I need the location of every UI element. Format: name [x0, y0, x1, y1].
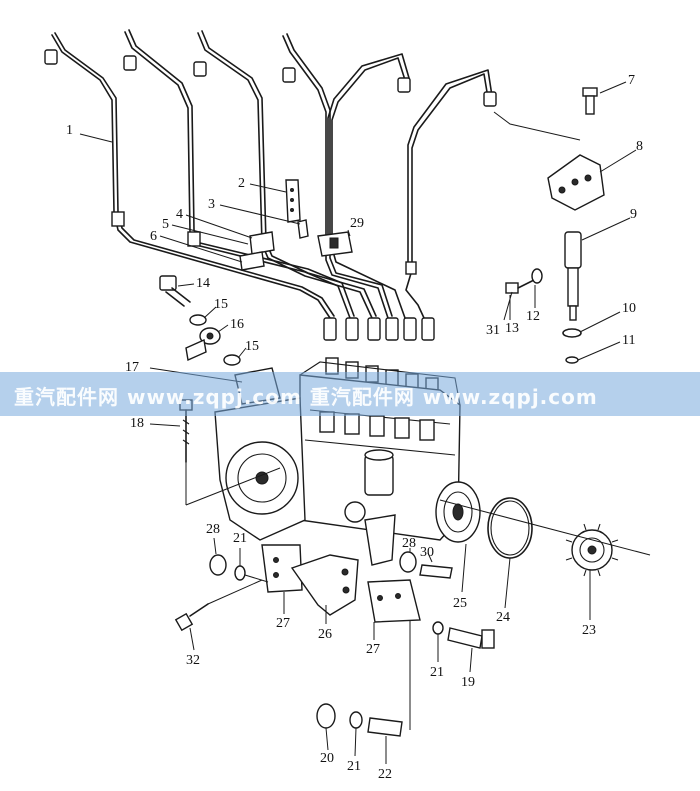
- callout-20: 20: [320, 751, 334, 766]
- callout-15-lower: 15: [245, 339, 259, 354]
- callout-27-right: 27: [366, 642, 380, 657]
- callout-12: 12: [526, 309, 540, 324]
- injector-assembly: [493, 87, 605, 364]
- mounting-brackets: [174, 544, 495, 737]
- callout-10: 10: [622, 301, 636, 316]
- callout-25: 25: [453, 596, 467, 611]
- callout-13: 13: [505, 321, 519, 336]
- pipe-clamps: [239, 179, 353, 271]
- callout-2: 2: [238, 176, 245, 191]
- callout-7: 7: [628, 73, 635, 88]
- callout-17: 17: [125, 360, 139, 375]
- callout-23: 23: [582, 623, 596, 638]
- callout-24: 24: [496, 610, 510, 625]
- drive-parts: [435, 481, 651, 577]
- callout-8: 8: [636, 139, 643, 154]
- callout-19: 19: [461, 675, 475, 690]
- callout-26: 26: [318, 627, 332, 642]
- callout-9: 9: [630, 207, 637, 222]
- injection-pump-body: [214, 361, 461, 566]
- leader-lines: [79, 81, 637, 764]
- callout-32: 32: [186, 653, 200, 668]
- callout-29: 29: [350, 216, 364, 231]
- callout-14: 14: [196, 276, 210, 291]
- callout-22: 22: [378, 767, 392, 782]
- watermark-text: 重汽配件网 www.zqpj.com 重汽配件网 www.zqpj.com: [14, 385, 598, 409]
- watermark-band: [0, 372, 700, 416]
- callout-28-left: 28: [206, 522, 220, 537]
- callout-18: 18: [130, 416, 144, 431]
- callout-31: 31: [486, 323, 500, 338]
- high-pressure-pipes: [44, 29, 497, 319]
- callout-11: 11: [622, 333, 636, 348]
- banjo-parts: [159, 275, 281, 506]
- callout-15-upper: 15: [214, 297, 228, 312]
- callout-21-right: 21: [430, 665, 444, 680]
- callout-6: 6: [150, 229, 157, 244]
- callout-21-left: 21: [233, 531, 247, 546]
- callout-27-left: 27: [276, 616, 290, 631]
- callout-30: 30: [420, 545, 434, 560]
- callout-16: 16: [230, 317, 244, 332]
- callout-3: 3: [208, 197, 215, 212]
- callout-28-right: 28: [402, 536, 416, 551]
- callout-5: 5: [162, 217, 169, 232]
- callout-21-bottom: 21: [347, 759, 361, 774]
- callout-1: 1: [66, 123, 73, 138]
- callout-4: 4: [176, 207, 183, 222]
